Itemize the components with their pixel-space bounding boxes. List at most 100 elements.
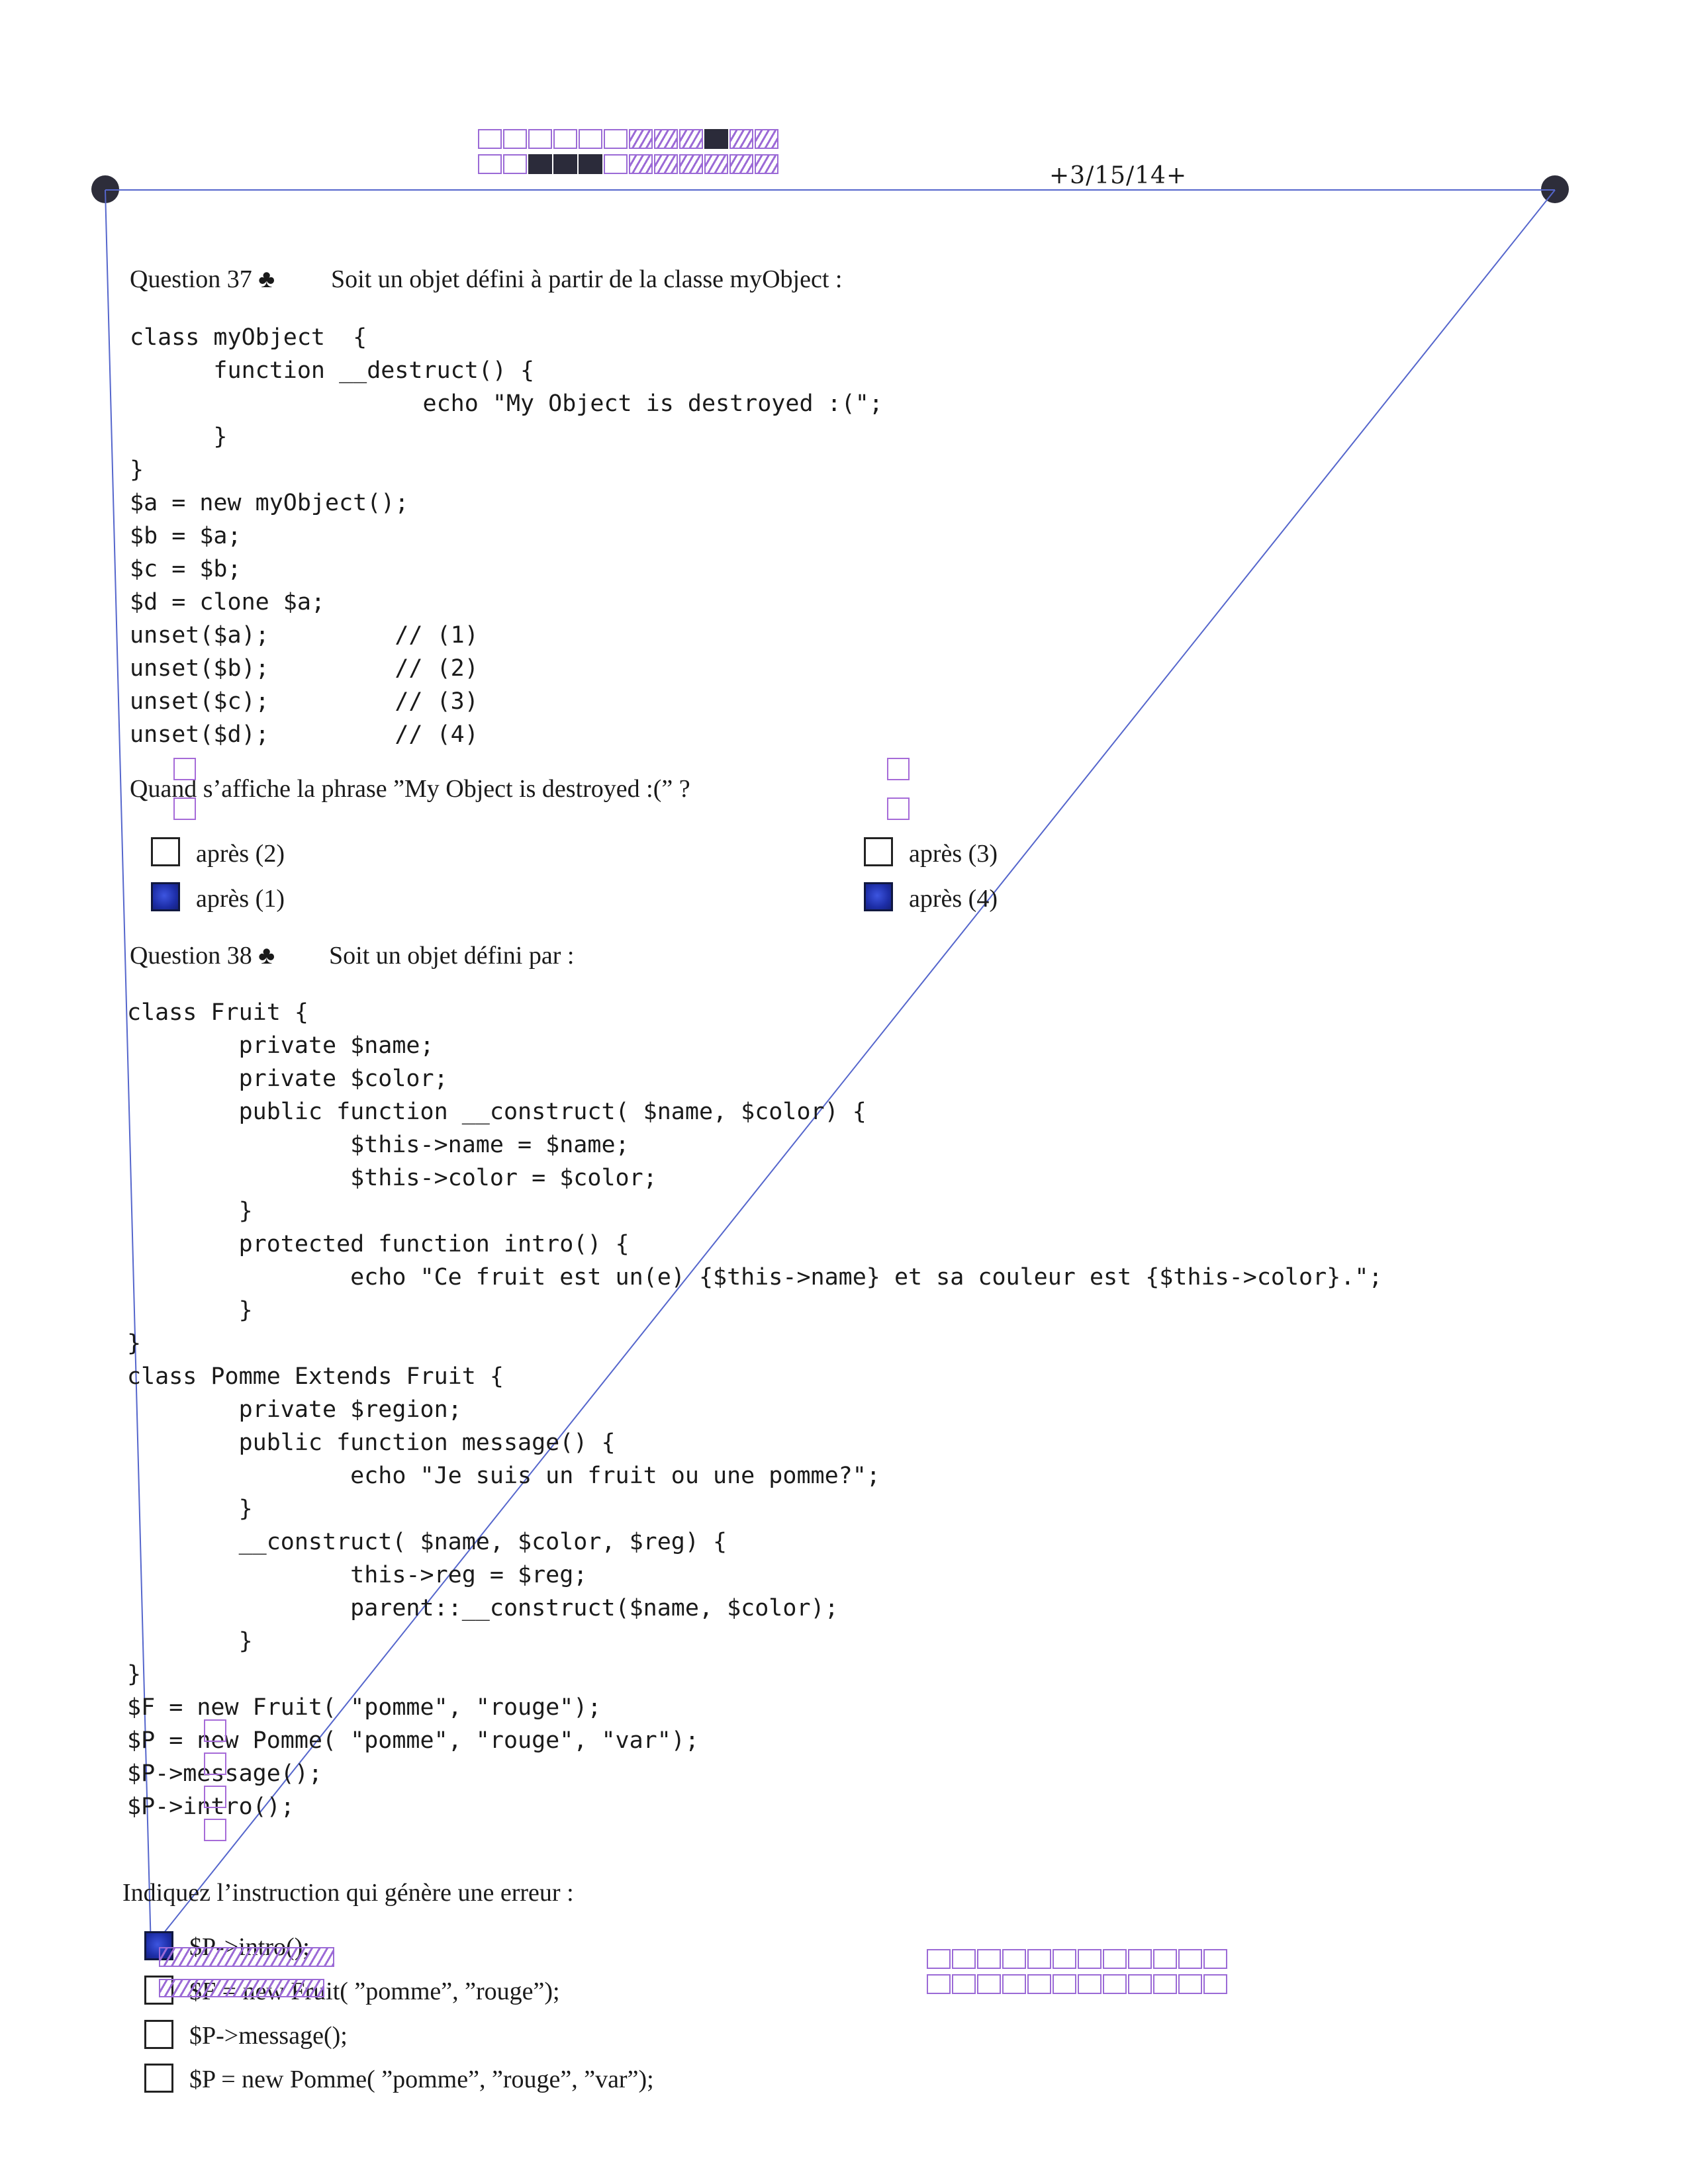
code-line: private $name;	[127, 1032, 434, 1059]
q38-title: Question 38 ♣	[130, 942, 275, 970]
q38-answer-4-label: $P = new Pomme( ”pomme”, ”rouge”, ”var”)…	[189, 2066, 654, 2093]
q37-answer-3-label: après (3)	[909, 840, 998, 868]
grid-cell	[478, 154, 502, 174]
q37-answer-2-checkbox[interactable]	[151, 882, 180, 911]
code-line: parent::__construct($name, $color);	[127, 1595, 839, 1621]
grid-cell	[654, 154, 678, 174]
q38-answer-3-checkbox[interactable]	[144, 2020, 173, 2049]
scan-mark-box	[173, 797, 196, 820]
code-line: }	[127, 1661, 142, 1688]
code-line: echo "Je suis un fruit ou une pomme?";	[127, 1463, 880, 1489]
code-line: function __destruct() {	[130, 357, 535, 384]
code-line: private $color;	[127, 1066, 448, 1092]
grid-cell	[1053, 1949, 1076, 1969]
page-id-code: +3/15/14+	[1049, 162, 1188, 189]
grid-cell	[704, 129, 728, 149]
code-line: $P->message();	[127, 1760, 323, 1787]
q37-answer-4-label: après (4)	[909, 885, 998, 913]
grid-cell	[503, 129, 527, 149]
q37-answer-2-label: après (1)	[196, 885, 285, 913]
grid-cell	[503, 154, 527, 174]
code-line: $P = new Pomme( "pomme", "rouge", "var")…	[127, 1727, 699, 1754]
code-line: unset($c); // (3)	[130, 688, 479, 715]
grid-cell	[629, 129, 653, 149]
grid-cell	[1078, 1949, 1102, 1969]
code-line: $this->color = $color;	[127, 1165, 657, 1191]
q37-answer-3-checkbox[interactable]	[864, 837, 893, 866]
q38-intro: Soit un objet défini par :	[329, 942, 575, 970]
code-line: $c = $b;	[130, 556, 242, 582]
grid-cell	[755, 154, 778, 174]
q37-intro: Soit un objet défini à partir de la clas…	[331, 265, 843, 293]
code-line: }	[127, 1198, 253, 1224]
code-line: private $region;	[127, 1396, 462, 1423]
code-line: protected function intro() {	[127, 1231, 630, 1257]
q37-prompt: Quand s’affiche la phrase ”My Object is …	[130, 775, 690, 803]
grid-cell	[528, 129, 552, 149]
bottom-mark-grid	[927, 1949, 1229, 1994]
code-line: unset($b); // (2)	[130, 655, 479, 682]
code-line: unset($a); // (1)	[130, 622, 479, 649]
grid-cell	[1203, 1949, 1227, 1969]
grid-cell	[1128, 1949, 1152, 1969]
q38-code-block: class Fruit { private $name; private $co…	[127, 996, 1382, 1823]
code-line: $P->intro();	[127, 1794, 295, 1820]
scan-hatch-strip	[159, 1979, 324, 1997]
code-line: $F = new Fruit( "pomme", "rouge");	[127, 1694, 602, 1721]
scan-mark-box	[173, 758, 196, 780]
grid-cell	[679, 129, 703, 149]
grid-cell	[729, 129, 753, 149]
grid-cell	[1178, 1949, 1202, 1969]
scan-mark-box	[887, 797, 910, 820]
grid-cell	[579, 154, 602, 174]
grid-cell	[629, 154, 653, 174]
grid-cell	[1053, 1974, 1076, 1994]
grid-cell	[1103, 1949, 1127, 1969]
code-line: class Fruit {	[127, 999, 308, 1026]
code-line: $d = clone $a;	[130, 589, 326, 615]
q37-code-block: class myObject { function __destruct() {…	[130, 321, 883, 751]
grid-cell	[927, 1974, 951, 1994]
grid-cell	[1103, 1974, 1127, 1994]
grid-cell	[553, 129, 577, 149]
code-line: }	[130, 457, 144, 483]
grid-cell	[1178, 1974, 1202, 1994]
scan-mark-box	[887, 758, 910, 780]
scan-mark-box	[204, 1819, 226, 1841]
bottom-grid-row-1	[927, 1949, 1229, 1969]
code-line: }	[127, 1330, 142, 1357]
q37-answer-1-label: après (2)	[196, 840, 285, 868]
code-line: }	[127, 1496, 253, 1522]
scan-hatch-strip	[159, 1947, 334, 1967]
code-line: echo "Ce fruit est un(e) {$this->name} e…	[127, 1264, 1383, 1291]
code-line: }	[127, 1297, 253, 1324]
grid-cell	[1002, 1949, 1026, 1969]
corner-dot-right	[1541, 175, 1569, 203]
code-line: public function message() {	[127, 1430, 616, 1456]
grid-cell	[927, 1949, 951, 1969]
grid-cell	[1002, 1974, 1026, 1994]
corner-dot-left	[91, 175, 119, 203]
grid-cell	[1153, 1949, 1177, 1969]
q37-answer-1-checkbox[interactable]	[151, 837, 180, 866]
code-line: this->reg = $reg;	[127, 1562, 588, 1588]
scan-mark-box	[204, 1719, 226, 1742]
grid-cell	[654, 129, 678, 149]
grid-cell	[528, 154, 552, 174]
id-grid	[478, 129, 780, 174]
code-line: $b = $a;	[130, 523, 242, 549]
grid-cell	[1203, 1974, 1227, 1994]
grid-cell	[952, 1974, 976, 1994]
grid-cell	[1153, 1974, 1177, 1994]
q37-answer-4-checkbox[interactable]	[864, 882, 893, 911]
code-line: $a = new myObject();	[130, 490, 409, 516]
grid-cell	[704, 154, 728, 174]
q38-answer-3-label: $P->message();	[189, 2022, 348, 2050]
grid-cell	[1128, 1974, 1152, 1994]
grid-cell	[1027, 1974, 1051, 1994]
grid-cell	[755, 129, 778, 149]
grid-cell	[679, 154, 703, 174]
q38-answer-4-checkbox[interactable]	[144, 2064, 173, 2093]
grid-cell	[1027, 1949, 1051, 1969]
bottom-grid-row-2	[927, 1974, 1229, 1994]
